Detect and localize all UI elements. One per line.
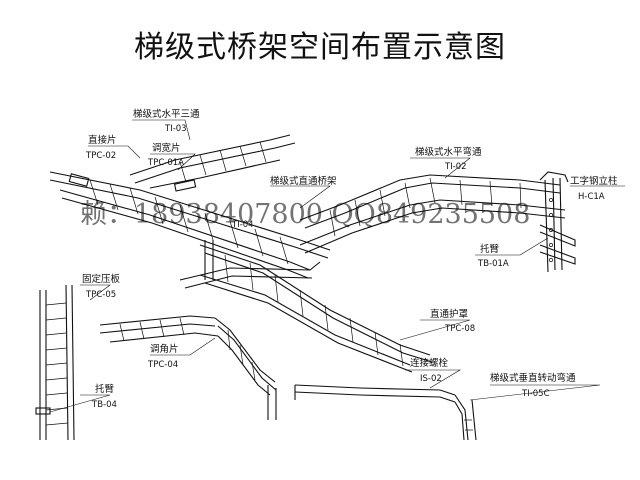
label-bracket-left-name: 托臂	[95, 384, 115, 395]
label-horizontal-bend-code: TI-02	[445, 162, 467, 172]
lower-straight-tray	[99, 315, 277, 420]
label-cover-name: 直通护罩	[430, 309, 469, 320]
label-cover-code: TPC-08	[445, 324, 476, 334]
label-tee-name: 梯级式水平三通	[133, 109, 200, 120]
label-width-plate-name: 调宽片	[152, 143, 181, 154]
lower-tray-vertical-bend	[294, 384, 477, 441]
label-tee-code: TI-03	[165, 124, 187, 134]
leader-lines	[49, 119, 625, 413]
label-angle-plate-name: 调角片	[150, 344, 179, 355]
label-angle-plate-code: TPC-04	[148, 360, 179, 370]
label-bolt-name: 连接螺栓	[410, 358, 449, 369]
label-bracket-left-code: TB-04	[92, 400, 117, 410]
label-bracket-right-code: TB-01A	[478, 259, 509, 269]
main-crossing-tray	[179, 240, 433, 373]
label-h-column-name: 工字钢立柱	[570, 176, 618, 187]
label-straight-tray-code: TI-04	[232, 220, 254, 230]
label-fixed-plate-code: TPC-05	[86, 290, 117, 300]
label-h-column-code: H-C1A	[578, 192, 605, 202]
horizontal-bend	[299, 174, 566, 254]
left-vertical-ladder	[35, 284, 75, 441]
watermark-text: 赖：18938407800 QQ849235508	[80, 199, 531, 230]
label-straight-plate-code: TPC-02	[86, 151, 117, 161]
label-bracket-right-name: 托臂	[480, 244, 500, 255]
horizontal-tee	[68, 134, 296, 192]
label-vertical-bend-name: 梯级式垂直转动弯通	[490, 373, 576, 384]
label-width-plate-code: TPC-01A	[148, 158, 184, 168]
label-straight-plate-name: 直接片	[88, 135, 117, 146]
label-horizontal-bend-name: 梯级式水平弯通	[415, 147, 482, 158]
label-vertical-bend-code: TI-05C	[522, 389, 550, 399]
label-straight-tray-name: 梯级式直通桥架	[270, 176, 337, 187]
upper-straight-tray	[49, 171, 331, 279]
diagram-title: 梯级式桥架空间布置示意图	[134, 30, 506, 65]
label-fixed-plate-name: 固定压板	[82, 274, 121, 285]
label-bolt-code: IS-02	[420, 374, 442, 384]
h-steel-column	[539, 171, 576, 273]
